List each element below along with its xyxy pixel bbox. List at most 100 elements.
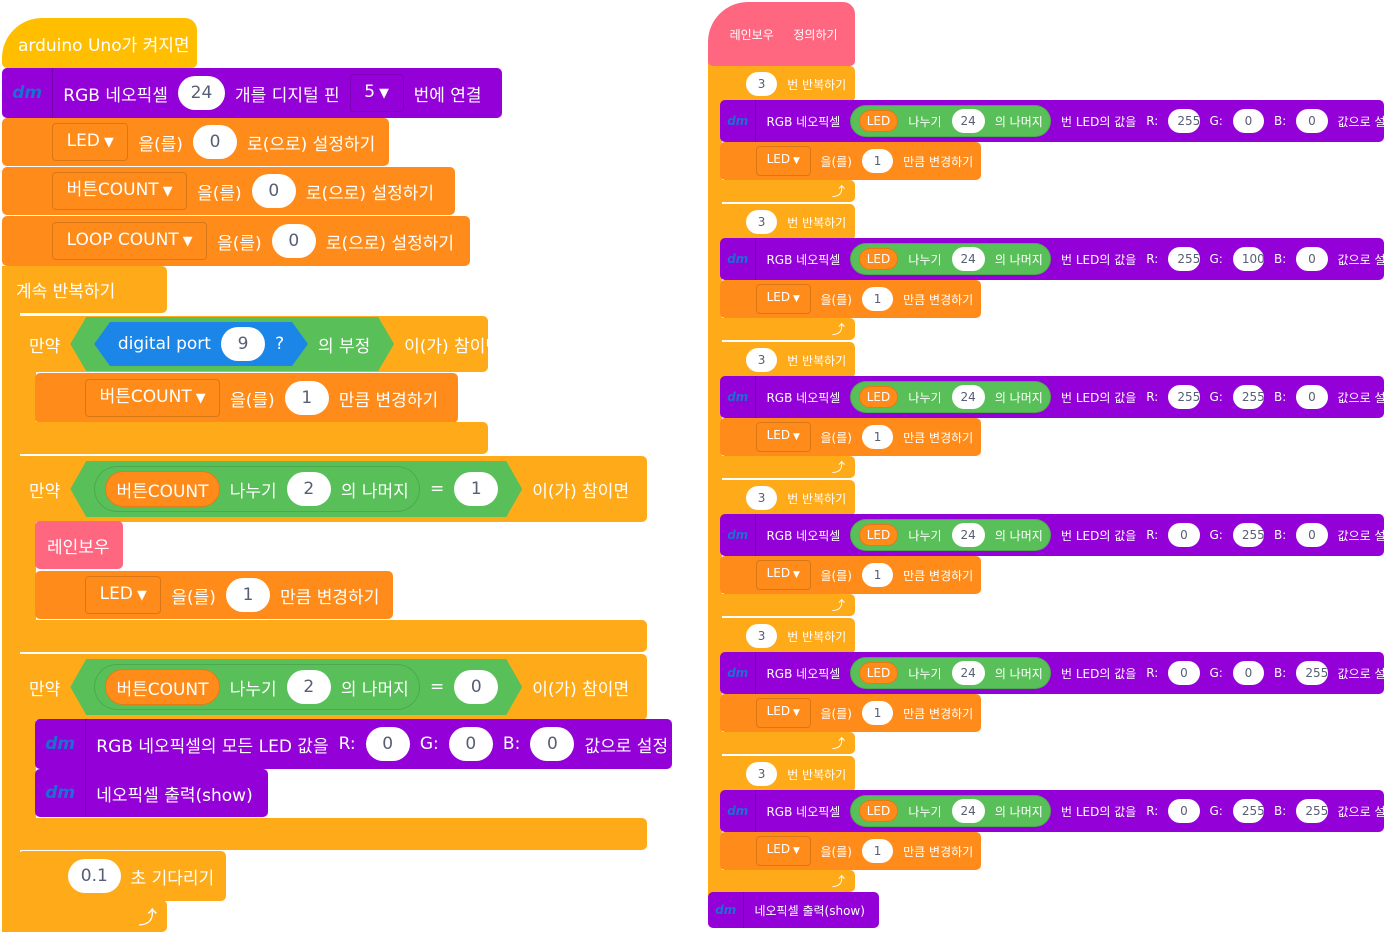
- variable-dropdown[interactable]: LED: [756, 560, 811, 590]
- change-led-block[interactable]: LED을(를)1만큼 변경하기: [720, 418, 981, 456]
- number-input[interactable]: 3: [746, 486, 778, 510]
- set-led-block[interactable]: LED을(를)0로(으로) 설정하기: [2, 118, 389, 166]
- repeat-end[interactable]: ⤴: [708, 870, 855, 892]
- forever-end[interactable]: ⤴: [2, 900, 167, 932]
- number-input[interactable]: 255: [1232, 385, 1265, 409]
- number-input[interactable]: 255: [1232, 799, 1265, 823]
- number-input[interactable]: 24: [951, 109, 985, 133]
- number-input[interactable]: 0: [1296, 523, 1328, 547]
- variable-reporter[interactable]: 버튼COUNT: [105, 471, 219, 507]
- number-input[interactable]: 24: [951, 661, 985, 685]
- repeat-end[interactable]: ⤴: [708, 456, 855, 478]
- repeat-end[interactable]: ⤴: [708, 318, 855, 340]
- set-loop-count-block[interactable]: LOOP COUNT을(를)0로(으로) 설정하기: [2, 216, 470, 266]
- led-variable-reporter[interactable]: LED: [858, 800, 899, 822]
- led-variable-reporter[interactable]: LED: [858, 248, 899, 270]
- number-input[interactable]: 24: [951, 247, 985, 271]
- number-input[interactable]: 1: [861, 839, 894, 863]
- variable-dropdown[interactable]: 버튼COUNT: [52, 171, 188, 211]
- number-input[interactable]: 255: [1168, 109, 1200, 133]
- repeat-end[interactable]: ⤴: [708, 594, 855, 616]
- number-input[interactable]: 0: [530, 727, 575, 761]
- number-input[interactable]: 2: [287, 670, 331, 704]
- number-input[interactable]: 3: [746, 210, 778, 234]
- number-input[interactable]: 0: [1168, 661, 1200, 685]
- number-input[interactable]: 0: [1296, 247, 1328, 271]
- number-input[interactable]: 0: [1296, 385, 1328, 409]
- number-input[interactable]: 100: [1232, 247, 1265, 271]
- number-input[interactable]: 0: [251, 174, 296, 208]
- if-end[interactable]: [18, 620, 647, 652]
- number-input[interactable]: 0: [365, 727, 410, 761]
- number-input[interactable]: 0: [1232, 661, 1265, 685]
- variable-reporter[interactable]: 버튼COUNT: [105, 669, 219, 705]
- variable-dropdown[interactable]: LED: [85, 575, 162, 615]
- number-input[interactable]: 0: [1232, 109, 1265, 133]
- variable-dropdown[interactable]: 5: [349, 73, 404, 113]
- call-rainbow-block[interactable]: 레인보우: [35, 521, 123, 569]
- variable-dropdown[interactable]: LED: [756, 698, 811, 728]
- led-variable-reporter[interactable]: LED: [858, 386, 899, 408]
- set-button-count-block[interactable]: 버튼COUNT을(를)0로(으로) 설정하기: [2, 167, 455, 215]
- if-end[interactable]: [18, 818, 647, 850]
- number-input[interactable]: 1: [861, 287, 894, 311]
- number-input[interactable]: 0: [448, 727, 493, 761]
- number-input[interactable]: 1: [861, 425, 894, 449]
- variable-dropdown[interactable]: LOOP COUNT: [52, 221, 208, 261]
- number-input[interactable]: 1: [284, 381, 329, 415]
- number-input[interactable]: 0: [454, 670, 498, 704]
- if-end[interactable]: [18, 422, 488, 454]
- number-input[interactable]: 255: [1168, 385, 1200, 409]
- number-input[interactable]: 255: [1168, 247, 1200, 271]
- number-input[interactable]: 24: [951, 523, 985, 547]
- variable-dropdown[interactable]: LED: [756, 146, 811, 176]
- number-input[interactable]: 24: [951, 385, 985, 409]
- number-input[interactable]: 1: [225, 578, 271, 612]
- number-input[interactable]: 9: [221, 327, 265, 361]
- when-arduino-starts-hat[interactable]: arduino Uno가 켜지면: [2, 18, 197, 68]
- number-input[interactable]: 3: [746, 624, 778, 648]
- number-input[interactable]: 1: [861, 701, 894, 725]
- variable-dropdown[interactable]: LED: [756, 836, 811, 866]
- led-variable-reporter[interactable]: LED: [858, 662, 899, 684]
- variable-dropdown[interactable]: LED: [52, 122, 129, 162]
- number-input[interactable]: 0: [192, 125, 238, 159]
- change-led-block[interactable]: LED을(를)1만큼 변경하기: [720, 832, 981, 870]
- number-input[interactable]: 24: [177, 76, 226, 110]
- change-led-block[interactable]: LED을(를)1만큼 변경하기: [720, 280, 981, 318]
- number-input[interactable]: 0: [1168, 799, 1200, 823]
- number-input[interactable]: 255: [1296, 661, 1328, 685]
- number-input[interactable]: 0.1: [68, 859, 121, 893]
- number-input[interactable]: 0: [1296, 109, 1328, 133]
- led-variable-reporter[interactable]: LED: [858, 110, 899, 132]
- number-input[interactable]: 1: [861, 149, 894, 173]
- change-led-block[interactable]: LED을(를)1만큼 변경하기: [35, 571, 393, 619]
- led-variable-reporter[interactable]: LED: [858, 524, 899, 546]
- repeat-end[interactable]: ⤴: [708, 732, 855, 754]
- number-input[interactable]: 1: [454, 472, 498, 506]
